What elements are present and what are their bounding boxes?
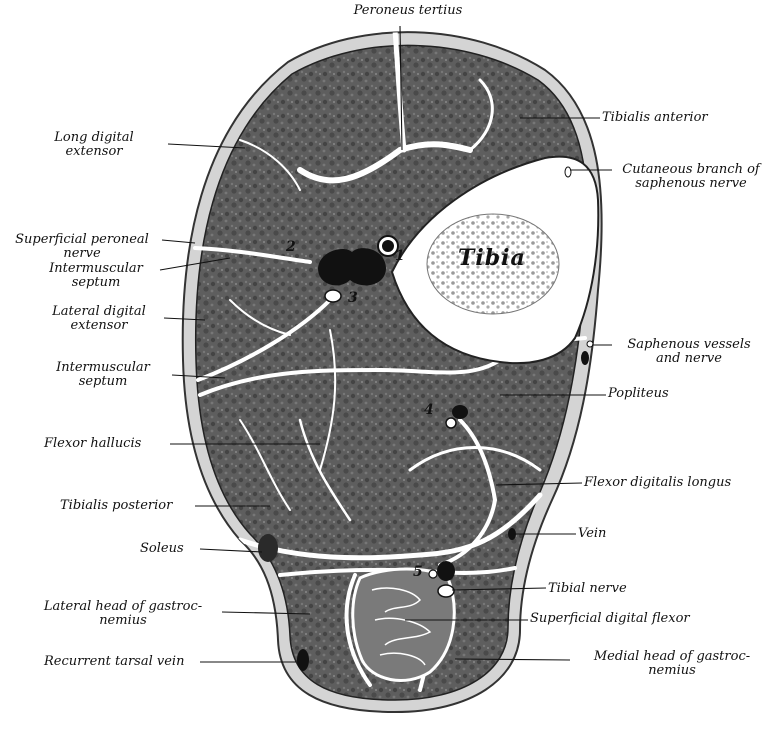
label-intermuscular-septum-lower: Intermuscular septum [40, 361, 166, 389]
marker-5: 5 [413, 564, 423, 580]
label-medial-head-gastrocnemius: Medial head of gastroc- nemius [572, 650, 772, 678]
label-soleus: Soleus [140, 542, 184, 556]
soleus-dark [258, 534, 278, 562]
label-recurrent-tarsal-vein: Recurrent tarsal vein [44, 655, 184, 669]
label-vein: Vein [578, 527, 606, 541]
vessel-4-dark [452, 405, 468, 419]
label-peroneus-tertius: Peroneus tertius [348, 4, 468, 18]
anterior-tibial-vessels [318, 248, 386, 285]
vessel-4-nerve [446, 418, 456, 428]
label-tibialis-anterior: Tibialis anterior [602, 111, 708, 125]
label-popliteus: Popliteus [608, 387, 669, 401]
label-cutaneous-branch: Cutaneous branch of saphenous nerve [612, 163, 770, 191]
label-lateral-head-gastrocnemius: Lateral head of gastroc- nemius [28, 600, 218, 628]
label-saphenous-vessels: Saphenous vessels and nerve [614, 338, 764, 366]
label-flexor-hallucis: Flexor hallucis [44, 437, 141, 451]
label-long-digital-extensor: Long digital extensor [20, 131, 168, 159]
cutaneous-dot [565, 167, 571, 177]
label-intermuscular-septum-upper: Intermuscular septum [34, 262, 158, 290]
label-lateral-digital-extensor: Lateral digital extensor [36, 305, 162, 333]
marker-4: 4 [424, 402, 434, 418]
tibia-label: Tibia [458, 245, 526, 271]
vessel-5-small [429, 570, 437, 578]
saphenous-dot [581, 351, 589, 365]
tibial-nerve-dot [438, 585, 454, 597]
marker-1: 1 [395, 248, 405, 264]
label-superficial-digital-flexor: Superficial digital flexor [530, 612, 690, 626]
recurrent-tarsal-vein-dot [297, 649, 309, 671]
marker-2: 2 [285, 239, 296, 255]
superficial-digital-flexor-region [353, 569, 454, 681]
vessel-3 [325, 290, 341, 302]
marker-3: 3 [348, 290, 358, 306]
label-tibialis-posterior: Tibialis posterior [60, 499, 172, 513]
vessel-5-dark [437, 561, 455, 581]
label-tibial-nerve: Tibial nerve [548, 582, 627, 596]
label-flexor-digitalis-longus: Flexor digitalis longus [584, 476, 731, 490]
label-superficial-peroneal-nerve: Superficial peroneal nerve [2, 233, 162, 261]
